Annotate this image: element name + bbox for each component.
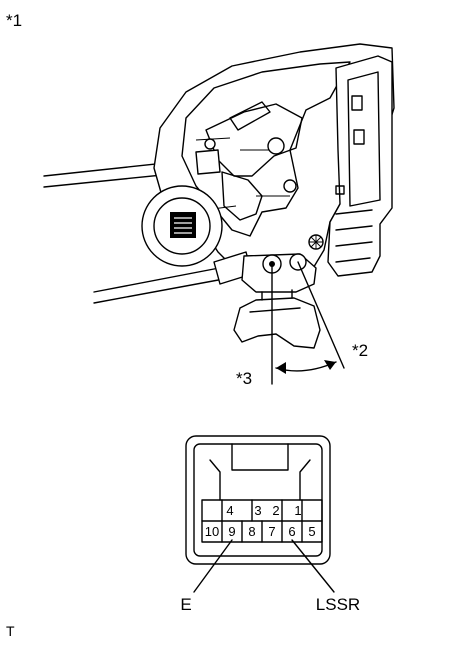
pin-10: 10 <box>205 524 219 539</box>
connector-diagram: 4 3 2 1 10 9 8 7 6 5 <box>185 435 335 593</box>
connector-notch-left <box>209 459 221 501</box>
pin-4: 4 <box>226 503 233 518</box>
pin-3: 3 <box>254 503 261 518</box>
lock-assembly <box>43 43 395 385</box>
pivot-middle <box>283 179 297 193</box>
pivot-left <box>204 138 216 150</box>
rotation-arrow-head-right <box>324 360 336 370</box>
terminal-label-lssr: LSSR <box>316 595 360 614</box>
connector-latch <box>231 443 289 471</box>
actuator-window-upper <box>351 95 363 111</box>
callout-label-1: *1 <box>6 11 22 30</box>
pin-2: 2 <box>272 503 279 518</box>
upper-cable-clip <box>195 149 221 175</box>
pin-1: 1 <box>294 503 301 518</box>
reference-line-angled <box>297 261 345 369</box>
rotation-arrow-head-left <box>276 362 286 374</box>
round-connector-terminal <box>170 212 196 238</box>
callout-label-3: *3 <box>236 369 252 388</box>
terminal-label-e: E <box>180 595 191 614</box>
connector-notch-right <box>299 459 311 501</box>
leader-line-lssr <box>291 539 335 593</box>
actuator-ribs <box>335 209 373 263</box>
actuator-tab <box>335 185 345 195</box>
pin-6: 6 <box>288 524 295 539</box>
lever-plate <box>205 103 303 177</box>
pin-8: 8 <box>248 524 255 539</box>
connector-bottom-dividers <box>221 520 303 543</box>
actuator-housing <box>327 55 393 277</box>
actuator-window-middle <box>353 129 365 145</box>
leader-line-e <box>193 539 233 593</box>
footer-mark: T <box>6 623 15 639</box>
actuator-panel <box>347 71 381 207</box>
small-gear-spokes <box>309 235 323 249</box>
pin-9: 9 <box>228 524 235 539</box>
lower-lever <box>233 297 321 349</box>
pin-5: 5 <box>308 524 315 539</box>
inner-slot <box>229 101 271 131</box>
pin-7: 7 <box>268 524 275 539</box>
lever-arm <box>221 171 263 221</box>
round-connector-pins <box>174 217 192 234</box>
connector-top-dividers <box>221 499 303 522</box>
pivot-upper <box>267 137 285 155</box>
inner-detail-lines <box>195 137 290 211</box>
lower-lever-detail <box>249 289 301 313</box>
callout-label-2: *2 <box>352 341 368 360</box>
